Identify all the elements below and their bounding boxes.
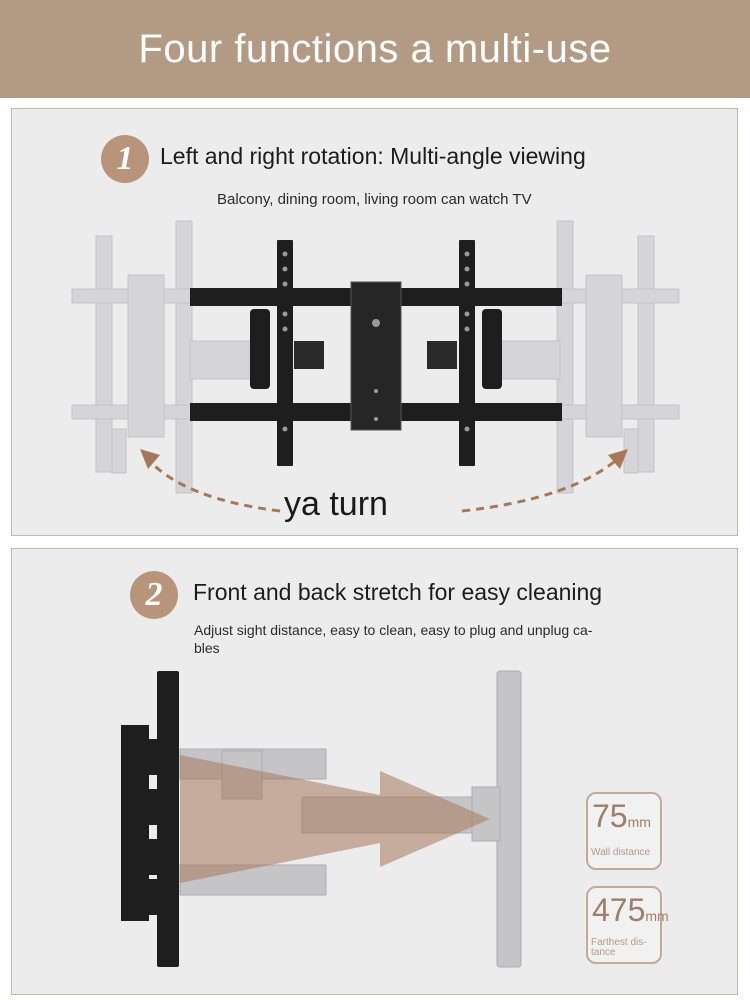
step-number-badge: 1 — [101, 135, 149, 183]
section-subtitle: Balcony, dining room, living room can wa… — [217, 191, 532, 208]
spec-unit: mm — [645, 908, 669, 924]
spec-value: 475 — [592, 892, 646, 928]
header-banner: Four functions a multi-use — [0, 0, 750, 98]
spec-label: Farthest dis- tance — [591, 937, 647, 958]
ghost-bracket-right — [478, 220, 680, 494]
arrow-heads — [140, 449, 628, 469]
collapsed-bracket — [121, 671, 179, 967]
step-number-badge: 2 — [130, 571, 178, 619]
stretch-panel: 2 Front and back stretch for easy cleani… — [11, 548, 738, 995]
spec-unit: mm — [627, 814, 651, 830]
farthest-distance-spec: 475mm Farthest dis- tance — [586, 886, 669, 964]
stretch-arrow — [180, 755, 490, 883]
rotating-bracket-illustration — [71, 220, 680, 513]
section-title: Front and back stretch for easy cleaning — [193, 579, 603, 605]
section-subtitle: Adjust sight distance, easy to clean, ea… — [194, 622, 593, 656]
stretch-illustration — [121, 670, 522, 968]
main-bracket — [190, 240, 562, 466]
wall-distance-spec: 75mm Wall distance — [586, 792, 662, 870]
spec-value: 75 — [592, 798, 628, 834]
banner-title: Four functions a multi-use — [138, 26, 612, 71]
bracket-holes — [282, 251, 470, 432]
rotation-caption: ya turn — [284, 485, 388, 523]
rotation-arrows — [144, 455, 621, 513]
rotation-panel: 1 Left and right rotation: Multi-angle v… — [11, 108, 738, 536]
spec-label: Wall distance — [591, 847, 651, 858]
section-title: Left and right rotation: Multi-angle vie… — [160, 143, 586, 169]
ghost-bracket-left — [71, 220, 273, 494]
